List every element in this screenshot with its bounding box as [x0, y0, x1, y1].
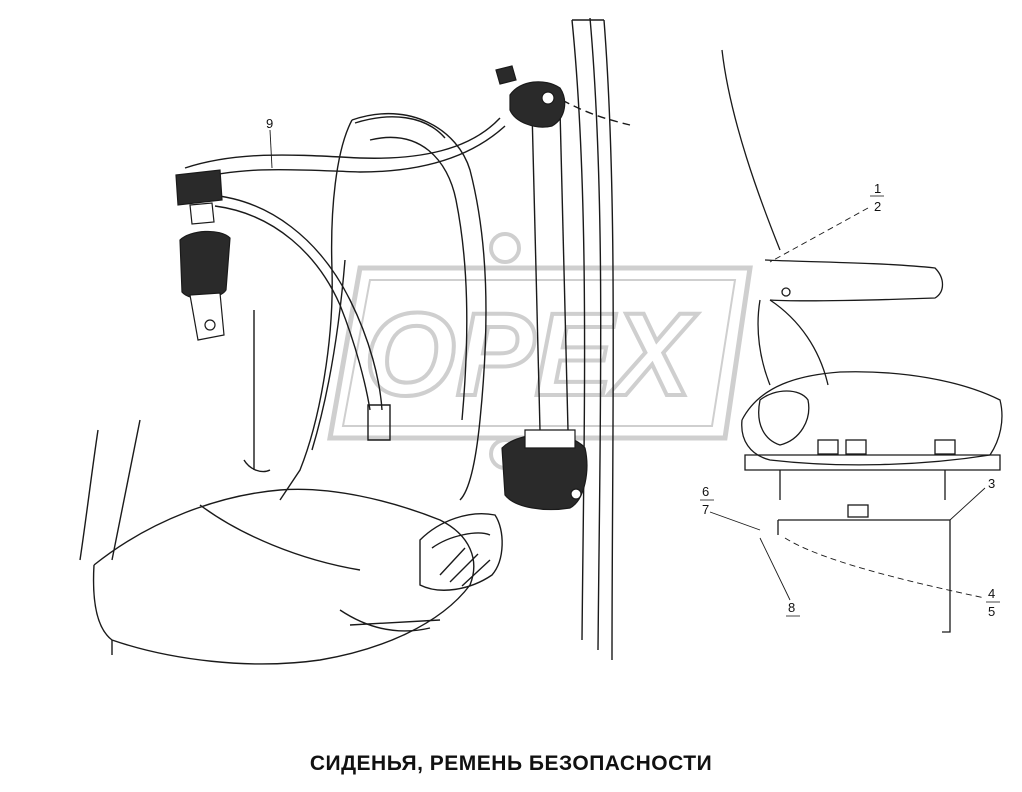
callout-1: 1 — [874, 181, 881, 196]
callout-5: 5 — [988, 604, 995, 619]
callout-7: 7 — [702, 502, 709, 517]
callout-3: 3 — [988, 476, 995, 491]
door-pillar — [571, 17, 614, 661]
seat-belt — [184, 99, 631, 441]
callouts: 1 2 3 4 5 6 7 8 9 — [266, 116, 1000, 619]
callout-6: 6 — [702, 484, 709, 499]
left-seat — [79, 112, 503, 665]
belt-retractor — [501, 429, 588, 511]
callout-2: 2 — [874, 199, 881, 214]
leader-lines — [269, 129, 986, 601]
belt-upper-guide — [495, 65, 566, 128]
belt-buckle — [175, 169, 231, 341]
callout-9: 9 — [266, 116, 273, 131]
callout-4: 4 — [988, 586, 995, 601]
callout-8: 8 — [788, 600, 795, 615]
right-seat — [721, 49, 1003, 633]
diagram-caption: СИДЕНЬЯ, РЕМЕНЬ БЕЗОПАСНОСТИ — [309, 752, 713, 775]
watermark-text: OPEX — [364, 289, 698, 421]
